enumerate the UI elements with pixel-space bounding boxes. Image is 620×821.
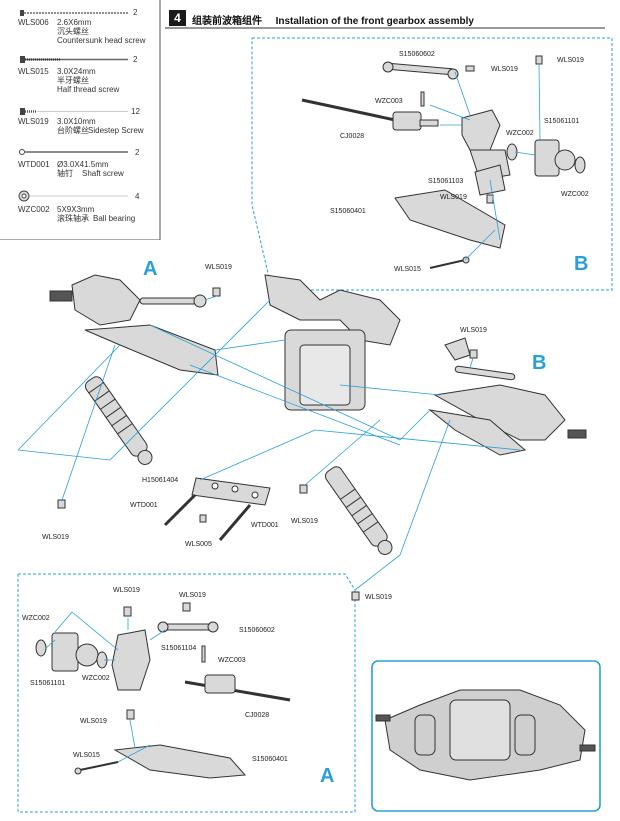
part-size-wzc002: 5X9X3mm [57,205,95,214]
b-top-parts [301,55,586,269]
part-en-wzc002: Ball bearing [93,214,136,223]
label-a-wzc002-2: WZC002 [82,675,110,682]
label-b-wls015: WLS015 [394,266,421,273]
part-en-wls019: Sidestep Screw [88,126,144,135]
label-main-h15061404: H15061404 [142,477,179,484]
label-a-wls019-3: WLS019 [80,718,107,725]
qty-wls019: 12 [131,107,140,116]
label-b-wls019-3: WLS019 [440,194,467,201]
label-a-s15060602: S15060602 [239,627,275,634]
label-a-wls019-2: WLS019 [179,592,206,599]
label-main-wtd001-2: WTD001 [251,522,279,529]
part-cn-wls006: 沉头螺丝 [57,27,89,36]
label-b-wzc003: WZC003 [375,98,403,105]
label-b-wls019-2: WLS019 [557,57,584,64]
section-b-top-frame [251,37,613,291]
label-a-s15060401: S15060401 [252,756,288,763]
section-letter-a-bottom: A [320,765,335,787]
label-b-wzc002-2: WZC002 [561,191,589,198]
qty-wls006: 2 [133,8,138,17]
title-cn: 组装前波箱组件 [192,16,262,27]
part-code-wzc002: WZC002 [18,205,50,214]
part-en-wls015: Half thread screw [57,85,120,94]
part-code-wls019: WLS019 [18,117,49,126]
ball-bearing-icon [18,190,128,202]
part-cn-wtd001: 轴钉 [57,169,73,178]
label-a-s15061104: S15061104 [161,645,197,652]
qty-wzc002: 4 [135,192,140,201]
label-main-wtd001-1: WTD001 [130,502,158,509]
section-letter-a-main: A [143,258,158,280]
label-a-s15061101: S15061101 [30,680,66,687]
assembled-view-frame [371,660,601,812]
title-en: Installation of the front gearbox assemb… [275,16,474,27]
header-rule [165,27,605,29]
parts-list-lines [0,0,161,240]
half-thread-screw-icon [20,56,128,63]
label-b-s15061101: S15061101 [544,118,580,125]
parts-list: 2 WLS006 2.6X6mm 沉头螺丝 Countersunk head s… [0,0,165,240]
part-size-wls006: 2.6X6mm [57,18,92,27]
label-main-wls019-3: WLS019 [42,534,69,541]
assembled-car-sketch [375,689,596,781]
label-a-wls015: WLS015 [73,752,100,759]
label-b-s15061103: S15061103 [428,178,464,185]
part-size-wtd001: Ø3.0X41.5mm [57,160,109,169]
countersunk-screw-icon [20,10,128,16]
main-parts [49,274,587,601]
section-letter-b-main: B [532,352,547,374]
label-main-wls019-2: WLS019 [460,327,487,334]
shaft-screw-icon [19,149,128,155]
part-code-wtd001: WTD001 [18,160,50,169]
label-main-wls005: WLS005 [185,541,212,548]
part-cn-wls015: 半牙螺丝 [57,76,89,85]
label-b-wls019-1: WLS019 [491,66,518,73]
page-title: 组装前波箱组件 Installation of the front gearbo… [192,12,474,27]
qty-wtd001: 2 [135,148,140,157]
part-cn-wls019: 台阶螺丝 [57,126,89,135]
section-a-bottom-frame [17,573,356,813]
part-cn-wzc002: 滚珠轴承 [57,214,89,223]
part-size-wls019: 3.0X10mm [57,117,96,126]
label-b-cj0028: CJ0028 [340,133,365,140]
step-number-badge: 4 [169,10,186,26]
label-b-s15060602: S15060602 [399,51,435,58]
label-b-wzc002-1: WZC002 [506,130,534,137]
label-a-wzc002-1: WZC002 [22,615,50,622]
part-en-wtd001: Shaft screw [82,169,124,178]
a-bottom-parts [35,602,291,779]
label-a-wzc003: WZC003 [218,657,246,664]
part-code-wls015: WLS015 [18,67,49,76]
part-size-wls015: 3.0X24mm [57,67,96,76]
qty-wls015: 2 [133,55,138,64]
label-main-wls019-1: WLS019 [205,264,232,271]
label-a-cj0028: CJ0028 [245,712,270,719]
label-b-s15060401: S15060401 [330,208,366,215]
part-code-wls006: WLS006 [18,18,49,27]
label-main-wls019-4: WLS019 [291,518,318,525]
label-a-wls019-1: WLS019 [113,587,140,594]
label-main-wls019-5: WLS019 [365,594,392,601]
part-en-wls006: Countersunk head screw [57,36,146,45]
section-letter-b-top: B [574,253,589,275]
sidestep-screw-icon [20,108,128,115]
